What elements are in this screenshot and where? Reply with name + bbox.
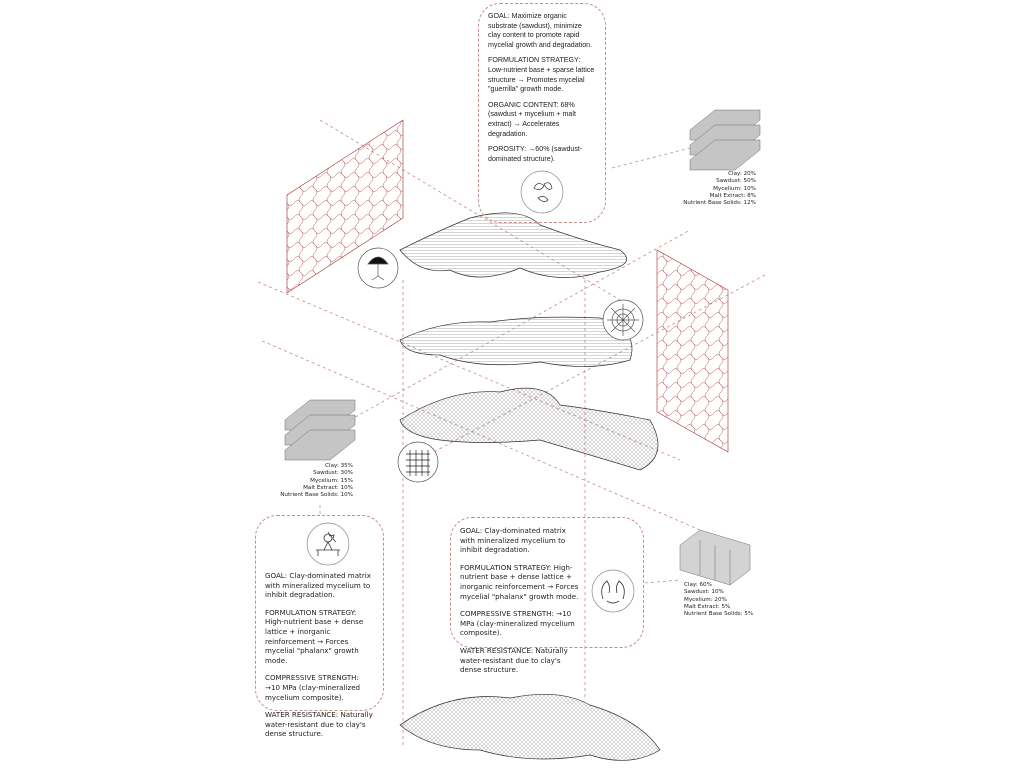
layer-stack-top-right: [689, 109, 761, 171]
legend-line: Malt Extract: 8%: [709, 192, 756, 199]
legend-left: Clay: 35% Sawdust: 30% Mycelium: 15% Mal…: [255, 463, 353, 499]
curled-fungi-icon: [520, 170, 564, 214]
organic-slabs: [399, 212, 661, 761]
spider-web-icon: [602, 299, 644, 341]
strategy-text: FORMULATION STRATEGY: High-nutrient base…: [265, 607, 364, 665]
legend-line: Malt Extract: 10%: [303, 484, 353, 491]
legend-line: Nutrient Base Solids: 10%: [280, 492, 353, 499]
legend-line: Mycelium: 10%: [713, 185, 756, 192]
top-formulation-box: GOAL: Maximize organic substrate (sawdus…: [478, 3, 606, 224]
legend-line: Nutrient Base Solids: 12%: [683, 200, 756, 207]
water-resistance-text: WATER RESISTANCE: Naturally water-resist…: [460, 645, 568, 675]
layer-stack-bottom-right: [679, 529, 751, 586]
legend-line: Mycelium: 15%: [310, 477, 353, 484]
strength-text: COMPRESSIVE STRENGTH: →10 MPa (clay-mine…: [265, 673, 361, 702]
goal-text: GOAL: Clay-dominated matrix with mineral…: [460, 526, 566, 555]
legend-line: Clay: 60%: [684, 582, 712, 588]
water-resistance-text: WATER RESISTANCE: Naturally water-resist…: [265, 710, 373, 739]
right-formulation-box: GOAL: Clay-dominated matrix with mineral…: [450, 517, 644, 674]
goal-text: GOAL: Maximize organic substrate (sawdus…: [488, 12, 593, 49]
legend-line: Sawdust: 30%: [313, 470, 353, 477]
legend-bottom-right: Clay: 60% Sawdust: 10% Mycelium: 20% Mal…: [684, 582, 784, 618]
lab-apparatus-icon: [306, 522, 350, 566]
legend-line: Sawdust: 50%: [716, 178, 756, 185]
hands-icon: [591, 569, 635, 613]
layer-stack-left: [284, 399, 356, 461]
mycelium-texture-panel-left: [286, 119, 404, 294]
strength-text: COMPRESSIVE STRENGTH: →10 MPa (clay-mine…: [460, 609, 575, 638]
mushroom-icon: [357, 247, 399, 289]
goal-text: GOAL: Clay-dominated matrix with mineral…: [265, 571, 371, 600]
grid-lattice-icon: [397, 441, 439, 483]
strategy-text: FORMULATION STRATEGY: Low-nutrient base …: [488, 56, 595, 94]
strategy-text: FORMULATION STRATEGY: High-nutrient base…: [460, 562, 579, 601]
left-formulation-box: GOAL: Clay-dominated matrix with mineral…: [255, 515, 384, 738]
mycelium-texture-panel-right: [656, 249, 729, 453]
legend-line: Clay: 35%: [325, 463, 353, 469]
legend-top-right: Clay: 20% Sawdust: 50% Mycelium: 10% Mal…: [660, 171, 756, 207]
legend-line: Mycelium: 20%: [684, 596, 727, 603]
legend-line: Malt Extract: 5%: [684, 603, 731, 610]
legend-line: Clay: 20%: [728, 171, 756, 177]
legend-line: Nutrient Base Solids: 5%: [684, 611, 754, 618]
organic-content-text: ORGANIC CONTENT: 68% (sawdust + mycelium…: [488, 100, 576, 138]
legend-line: Sawdust: 10%: [684, 589, 724, 596]
porosity-text: POROSITY: →60% (sawdust-dominated struct…: [488, 145, 583, 163]
